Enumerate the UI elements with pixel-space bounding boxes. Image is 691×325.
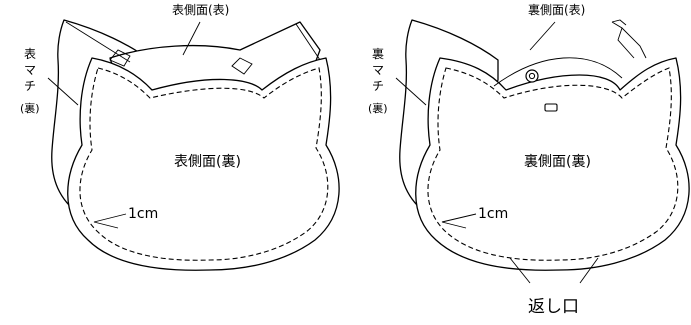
left-center-label: 表側面(裏) bbox=[174, 153, 241, 170]
small-tab-icon bbox=[544, 103, 558, 112]
left-side-label-1: 表 bbox=[24, 47, 36, 61]
left-top-label: 表側面(表) bbox=[172, 3, 229, 17]
right-top-leader bbox=[529, 21, 556, 51]
left-side-leader bbox=[47, 77, 79, 106]
right-panel bbox=[395, 19, 690, 284]
left-top-strip bbox=[65, 21, 321, 63]
right-seam-line bbox=[427, 67, 679, 261]
right-side-leader bbox=[395, 77, 427, 106]
opening-leader-right bbox=[579, 257, 599, 284]
left-side-label-3: チ bbox=[24, 79, 36, 93]
right-side-label-4: (裏) bbox=[368, 101, 388, 115]
left-seam-line bbox=[79, 67, 329, 261]
left-top-tab-left bbox=[109, 49, 131, 67]
left-top-face bbox=[109, 21, 321, 91]
right-top-curve bbox=[493, 57, 623, 87]
left-seam-leader bbox=[93, 213, 127, 229]
snap-button-inner-icon bbox=[528, 72, 536, 80]
right-front-face bbox=[415, 57, 690, 271]
right-side-label-1: 裏 bbox=[372, 46, 384, 61]
right-side-label-3: チ bbox=[372, 79, 384, 93]
right-side-label-2: マ bbox=[372, 63, 384, 77]
left-panel bbox=[47, 19, 340, 271]
left-top-leader bbox=[182, 21, 201, 56]
right-top-label: 裏側面(表) bbox=[528, 2, 585, 17]
right-center-label: 裏側面(裏) bbox=[524, 153, 591, 170]
left-side-label-4: (裏) bbox=[20, 101, 40, 115]
right-seam-label: 1cm bbox=[478, 206, 508, 222]
left-seam-label: 1cm bbox=[128, 206, 158, 222]
opening-label: 返し口 bbox=[528, 297, 579, 317]
opening-leader-left bbox=[509, 257, 531, 284]
left-top-tab-right bbox=[231, 57, 253, 75]
left-side-label-2: マ bbox=[24, 63, 36, 77]
left-front-face bbox=[67, 57, 340, 271]
right-gusset-strap bbox=[611, 19, 647, 59]
right-seam-leader bbox=[441, 213, 477, 229]
